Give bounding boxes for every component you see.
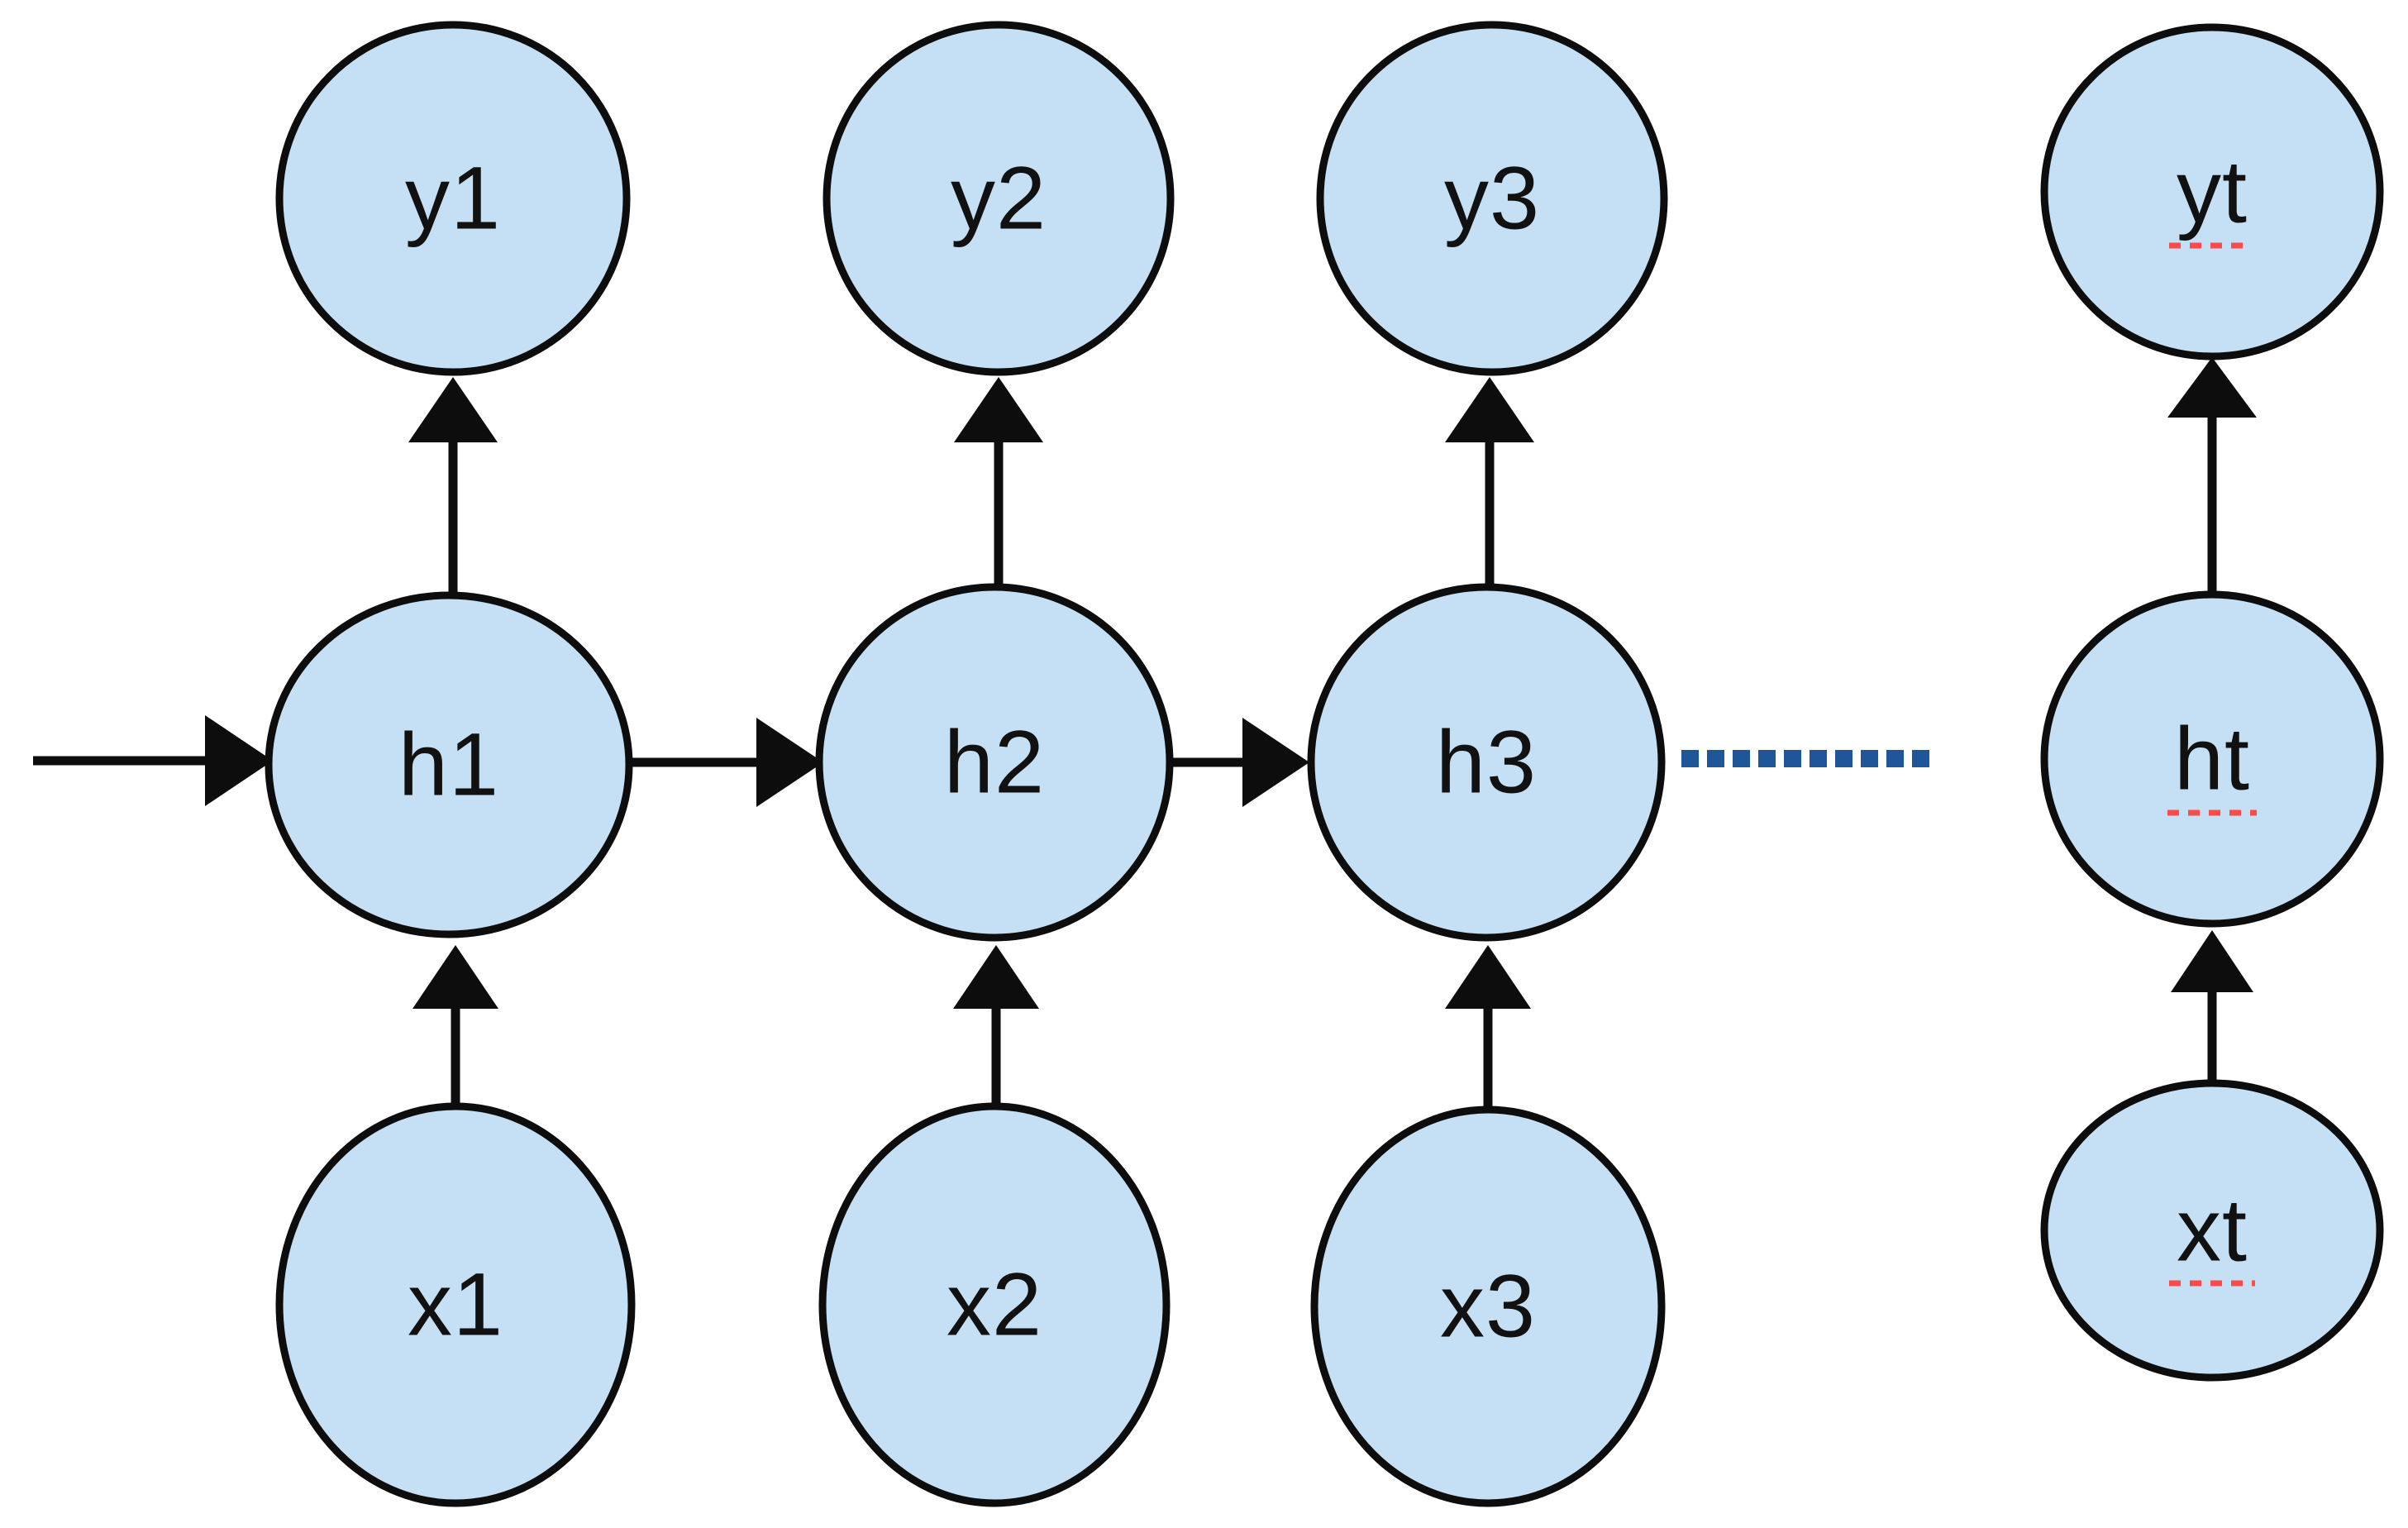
node-y1-shape[interactable] xyxy=(275,21,631,376)
ellipsis-dot xyxy=(1758,750,1776,767)
ellipsis-dot xyxy=(1707,750,1724,767)
edge-h2-to-y2 xyxy=(954,377,1043,609)
node-x1-shape[interactable] xyxy=(275,1102,636,1507)
arrowhead-x3-to-h3 xyxy=(1445,945,1531,1009)
edge-x2-to-h2 xyxy=(953,945,1039,1108)
arrowhead-h1-to-y1 xyxy=(408,377,498,442)
node-yt-label: yt xyxy=(2177,141,2248,241)
node-h3-shape[interactable] xyxy=(1307,583,1666,942)
ellipsis-dot xyxy=(1886,750,1904,767)
edge-initial-state-to-h1 xyxy=(33,715,273,806)
node-x2[interactable]: x2 xyxy=(818,1102,1171,1507)
arrowhead-initial-to-h1 xyxy=(205,715,273,806)
node-yt-shape[interactable] xyxy=(2040,23,2384,361)
node-y3[interactable]: y3 xyxy=(1316,21,1668,376)
node-xt-shape[interactable] xyxy=(2040,1079,2384,1382)
arrowhead-h3-to-y3 xyxy=(1445,377,1534,442)
node-xt[interactable]: xt xyxy=(2040,1079,2384,1382)
arrowhead-xt-to-ht xyxy=(2171,930,2253,992)
node-h2[interactable]: h2 xyxy=(815,583,1174,942)
node-yt[interactable]: yt xyxy=(2040,23,2384,361)
node-x2-label: x2 xyxy=(947,1254,1042,1354)
node-ht[interactable]: ht xyxy=(2040,590,2384,928)
ellipsis-dot xyxy=(1835,750,1852,767)
node-x2-shape[interactable] xyxy=(818,1102,1171,1507)
node-y2-shape[interactable] xyxy=(823,21,1175,376)
node-x1[interactable]: x1 xyxy=(275,1102,636,1507)
arrowhead-h2-to-h3 xyxy=(1242,718,1309,807)
ellipsis-dot xyxy=(1681,750,1699,767)
node-h3[interactable]: h3 xyxy=(1307,583,1666,942)
edge-h1-to-h2 xyxy=(625,718,823,807)
arrowhead-h2-to-y2 xyxy=(954,377,1043,442)
hidden-sequence-ellipsis xyxy=(1681,750,1929,767)
node-h2-shape[interactable] xyxy=(815,583,1174,942)
ellipsis-dot xyxy=(1784,750,1801,767)
node-h1-shape[interactable] xyxy=(265,591,633,938)
edge-x1-to-h1 xyxy=(412,945,498,1108)
arrowhead-h1-to-h2 xyxy=(756,718,823,807)
node-h3-label: h3 xyxy=(1436,712,1537,812)
node-ht-label: ht xyxy=(2174,709,2250,809)
node-x1-label: x1 xyxy=(408,1254,503,1354)
node-x3-shape[interactable] xyxy=(1310,1105,1666,1507)
node-y2[interactable]: y2 xyxy=(823,21,1175,376)
node-h1[interactable]: h1 xyxy=(265,591,633,938)
ellipsis-dot xyxy=(1861,750,1878,767)
node-h2-label: h2 xyxy=(944,712,1045,812)
edge-x3-to-h3 xyxy=(1445,945,1531,1108)
ellipsis-dot xyxy=(1810,750,1827,767)
node-y1-label: y1 xyxy=(405,148,501,248)
arrowhead-x2-to-h2 xyxy=(953,945,1039,1009)
arrowhead-ht-to-yt xyxy=(2167,357,2257,418)
arrowhead-x1-to-h1 xyxy=(412,945,498,1009)
node-xt-label: xt xyxy=(2177,1180,2248,1280)
node-y3-label: y3 xyxy=(1444,148,1540,248)
edge-ht-to-yt xyxy=(2167,357,2257,604)
edge-h3-to-y3 xyxy=(1445,377,1534,609)
edge-xt-to-ht xyxy=(2171,930,2253,1090)
node-x3-label: x3 xyxy=(1440,1256,1536,1356)
edge-h2-to-h3 xyxy=(1167,718,1309,807)
ellipsis-dot xyxy=(1912,750,1929,767)
node-x3[interactable]: x3 xyxy=(1310,1105,1666,1507)
node-y1[interactable]: y1 xyxy=(275,21,631,376)
ellipsis-dot xyxy=(1733,750,1750,767)
node-ht-shape[interactable] xyxy=(2040,590,2384,928)
node-y3-shape[interactable] xyxy=(1316,21,1668,376)
edge-h1-to-y1 xyxy=(408,377,498,609)
node-h1-label: h1 xyxy=(398,714,499,814)
node-y2-label: y2 xyxy=(951,148,1047,248)
